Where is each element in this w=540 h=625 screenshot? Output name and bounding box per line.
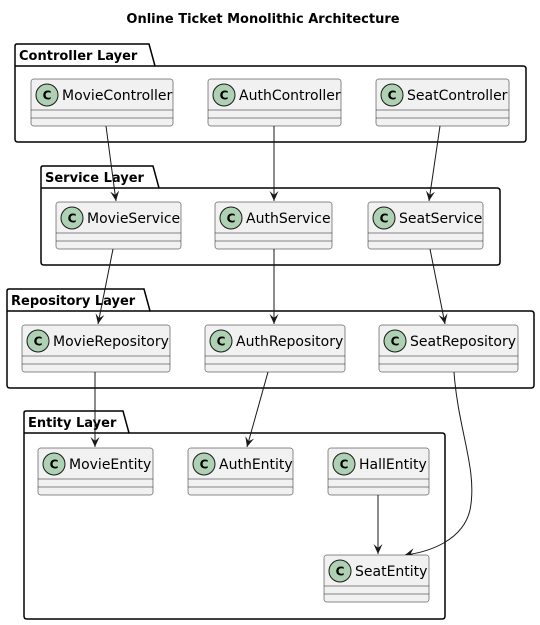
class-glyph: C [220, 89, 229, 103]
class-stereotype-icon: C [219, 206, 243, 230]
arrowhead [269, 191, 279, 201]
class-auth-service: C AuthService [214, 201, 333, 250]
class-movie-entity: C MovieEntity [37, 447, 154, 496]
class-glyph: C [200, 458, 209, 472]
class-name: SeatRepository [410, 334, 516, 350]
class-glyph: C [68, 212, 77, 226]
class-glyph: C [388, 89, 397, 103]
class-seat-service: C SeatService [367, 201, 484, 250]
diagram-title: Online Ticket Monolithic Architecture [126, 12, 399, 27]
class-movie-repository: C MovieRepository [21, 324, 171, 373]
class-stereotype-icon: C [26, 329, 50, 353]
arrowhead [95, 313, 105, 324]
class-seat-controller: C SeatController [375, 78, 510, 127]
class-glyph: C [391, 335, 400, 349]
class-name: MovieController [62, 88, 173, 104]
package-label: Entity Layer [28, 416, 117, 431]
class-box [21, 324, 171, 373]
arrowhead [405, 548, 416, 557]
relation-auth_repository-to-auth_entity [245, 371, 269, 448]
class-stereotype-icon: C [332, 452, 356, 476]
class-stereotype-icon: C [328, 559, 352, 583]
relation-seat_service-to-seat_repository [429, 248, 448, 325]
class-seat-repository: C SeatRepository [378, 324, 519, 373]
arrowhead [269, 314, 279, 324]
class-seat-entity: C SeatEntity [323, 554, 430, 603]
class-glyph: C [34, 335, 43, 349]
relation-movie_service-to-movie_repository [95, 248, 114, 325]
class-movie-controller: C MovieController [30, 78, 174, 127]
arrowhead [245, 436, 255, 447]
class-glyph: C [336, 565, 345, 579]
class-stereotype-icon: C [42, 452, 66, 476]
class-glyph: C [380, 212, 389, 226]
arrowhead [90, 437, 100, 447]
class-box [375, 78, 510, 127]
class-stereotype-icon: C [192, 452, 216, 476]
class-name: MovieRepository [53, 334, 169, 350]
class-name: AuthRepository [236, 334, 343, 350]
relation-line [97, 248, 114, 325]
class-box [214, 201, 333, 250]
class-box [37, 447, 154, 496]
arrowhead [110, 190, 120, 201]
relation-auth_controller-to-auth_service [269, 126, 279, 201]
relation-movie_controller-to-movie_service [105, 125, 120, 202]
relation-hall_entity-to-seat_entity [373, 495, 383, 554]
relation-line [105, 125, 117, 202]
class-box [30, 78, 174, 127]
relation-line [428, 125, 441, 202]
class-name: SeatService [399, 211, 482, 227]
package-label: Repository Layer [11, 294, 136, 309]
class-name: MovieEntity [69, 457, 151, 473]
class-name: AuthEntity [219, 457, 293, 473]
class-name: HallEntity [359, 457, 427, 473]
class-stereotype-icon: C [372, 206, 396, 230]
class-name: SeatController [407, 88, 508, 104]
relation-seat_controller-to-seat_service [425, 125, 441, 202]
arrowhead [425, 190, 435, 201]
class-auth-entity: C AuthEntity [187, 447, 294, 496]
relation-line [246, 371, 269, 448]
relation-line [429, 248, 446, 325]
class-box [378, 324, 519, 373]
class-stereotype-icon: C [209, 329, 233, 353]
relation-seat_repository-to-seat_entity [404, 371, 473, 557]
arrowhead [438, 313, 448, 324]
relation-movie_repository-to-movie_entity [90, 372, 100, 447]
package-label: Service Layer [45, 171, 145, 186]
class-hall-entity: C HallEntity [327, 447, 430, 496]
class-box [207, 78, 342, 127]
class-glyph: C [43, 89, 52, 103]
class-stereotype-icon: C [212, 83, 236, 107]
class-name: AuthController [239, 88, 341, 104]
class-stereotype-icon: C [383, 329, 407, 353]
class-glyph: C [340, 458, 349, 472]
relation-auth_service-to-auth_repository [269, 249, 279, 324]
class-box [204, 324, 346, 373]
class-name: AuthService [246, 211, 331, 227]
class-name: SeatEntity [355, 564, 427, 580]
class-glyph: C [50, 458, 59, 472]
class-stereotype-icon: C [60, 206, 84, 230]
relations-layer [90, 125, 473, 557]
class-glyph: C [227, 212, 236, 226]
arrowhead [373, 544, 383, 554]
class-auth-controller: C AuthController [207, 78, 342, 127]
relation-line [404, 371, 473, 556]
class-auth-repository: C AuthRepository [204, 324, 346, 373]
class-box [55, 201, 182, 250]
class-box [367, 201, 484, 250]
package-label: Controller Layer [19, 49, 138, 64]
class-glyph: C [217, 335, 226, 349]
class-stereotype-icon: C [35, 83, 59, 107]
class-stereotype-icon: C [380, 83, 404, 107]
class-movie-service: C MovieService [55, 201, 182, 250]
class-name: MovieService [87, 211, 180, 227]
